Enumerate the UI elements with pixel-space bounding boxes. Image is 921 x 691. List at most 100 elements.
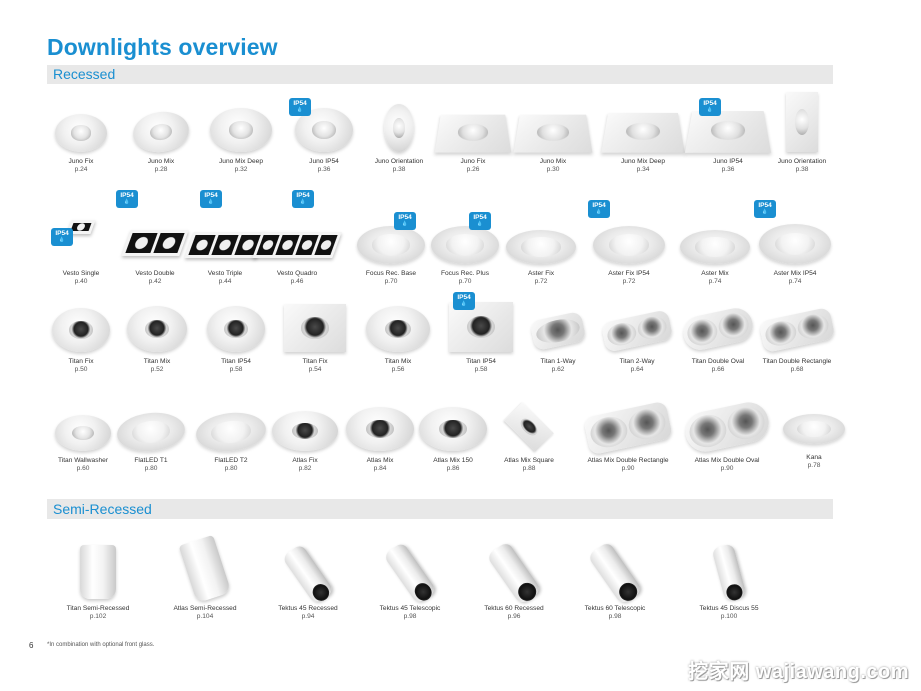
product-page: p.54 xyxy=(308,366,322,373)
product-page: p.24 xyxy=(74,166,88,173)
product-titan-fix-round[interactable]: Titan Fix p.50 xyxy=(38,296,124,374)
product-image xyxy=(194,409,268,455)
product-vesto-quadro[interactable]: IP54💧 Vesto Quadro p.46 xyxy=(252,190,342,286)
product-flatled-t2[interactable]: FlatLED T2 p.80 xyxy=(188,395,274,473)
product-atlas-semi-recessed[interactable]: Atlas Semi-Recessed p.104 xyxy=(162,534,248,621)
product-name: Juno IP54 xyxy=(713,158,743,165)
product-tektus-45-recessed[interactable]: Tektus 45 Recessed p.94 xyxy=(265,543,351,621)
product-vesto-single[interactable]: IP54💧 Vesto Single p.40 xyxy=(38,208,124,286)
product-page: p.62 xyxy=(551,366,565,373)
product-page: p.72 xyxy=(622,278,636,285)
product-image xyxy=(384,104,414,152)
product-kana[interactable]: Kana p.78 xyxy=(771,392,857,470)
product-titan-fix-square[interactable]: Titan Fix p.54 xyxy=(272,296,358,374)
product-image xyxy=(382,541,438,605)
product-juno-mix-square[interactable]: Juno Mix p.30 xyxy=(510,96,596,174)
product-aster-mix-ip54[interactable]: IP54💧 Aster Mix IP54 p.74 xyxy=(752,200,838,286)
product-titan-1-way[interactable]: Titan 1-Way p.62 xyxy=(515,296,601,374)
product-juno-fix-square[interactable]: Juno Fix p.26 xyxy=(430,96,516,174)
product-juno-mix-deep-square[interactable]: Juno Mix Deep p.34 xyxy=(600,96,686,174)
product-image xyxy=(582,400,674,456)
watermark: 挖家网 wajiawang.com xyxy=(688,661,909,683)
product-aster-fix-ip54[interactable]: IP54💧 Aster Fix IP54 p.72 xyxy=(586,200,672,286)
product-focus-rec-plus[interactable]: IP54💧 Focus Rec. Plus p.70 xyxy=(422,208,508,286)
product-titan-wallwasher[interactable]: Titan Wallwasher p.60 xyxy=(40,395,126,473)
product-image xyxy=(130,108,192,156)
product-page: p.80 xyxy=(144,465,158,472)
product-focus-rec-base[interactable]: IP54💧 Focus Rec. Base p.70 xyxy=(348,208,434,286)
water-drop-icon: 💧 xyxy=(706,107,714,113)
product-page: p.26 xyxy=(466,166,480,173)
product-page: p.40 xyxy=(74,278,88,285)
product-image xyxy=(121,230,189,256)
product-vesto-triple[interactable]: IP54💧 Vesto Triple p.44 xyxy=(182,190,268,286)
product-image xyxy=(449,302,513,352)
product-tektus-45-telescopic[interactable]: Tektus 45 Telescopic p.98 xyxy=(367,541,453,621)
product-titan-semi-recessed[interactable]: Titan Semi-Recessed p.102 xyxy=(55,543,141,621)
product-name: Atlas Semi-Recessed xyxy=(173,605,237,612)
product-tektus-45-discus-55[interactable]: Tektus 45 Discus 55 p.100 xyxy=(686,543,772,621)
product-titan-double-oval[interactable]: Titan Double Oval p.66 xyxy=(675,296,761,374)
product-name: Vesto Quadro xyxy=(276,270,318,277)
product-titan-ip54-square[interactable]: IP54💧 Titan IP54 p.58 xyxy=(438,292,524,374)
product-atlas-mix-150[interactable]: Atlas Mix 150 p.86 xyxy=(410,395,496,473)
product-page: p.70 xyxy=(384,278,398,285)
water-drop-icon: 💧 xyxy=(476,221,484,227)
product-atlas-mix[interactable]: Atlas Mix p.84 xyxy=(337,395,423,473)
product-page: p.74 xyxy=(788,278,802,285)
product-titan-ip54-round[interactable]: Titan IP54 p.58 xyxy=(193,296,279,374)
product-aster-mix[interactable]: Aster Mix p.74 xyxy=(672,208,758,286)
product-image xyxy=(210,108,272,152)
product-atlas-mix-square[interactable]: Atlas Mix Square p.88 xyxy=(486,395,572,473)
product-atlas-mix-double-rectangle[interactable]: Atlas Mix Double Rectangle p.90 xyxy=(582,395,674,473)
product-image xyxy=(681,398,773,456)
product-image xyxy=(786,92,818,152)
product-image xyxy=(357,226,425,264)
product-name: Vesto Triple xyxy=(207,270,243,277)
product-page: p.44 xyxy=(218,278,232,285)
product-vesto-double[interactable]: IP54💧 Vesto Double p.42 xyxy=(112,190,198,286)
product-page: p.60 xyxy=(76,465,90,472)
product-titan-mix-round[interactable]: Titan Mix p.52 xyxy=(114,296,200,374)
product-titan-double-rectangle[interactable]: Titan Double Rectangle p.68 xyxy=(754,296,840,374)
product-page: p.36 xyxy=(317,166,331,173)
product-juno-orientation-square[interactable]: Juno Orientation p.38 xyxy=(759,92,845,174)
ip54-badge: IP54💧 xyxy=(51,228,73,246)
product-titan-2-way[interactable]: Titan 2-Way p.64 xyxy=(594,296,680,374)
product-aster-fix[interactable]: Aster Fix p.72 xyxy=(498,208,584,286)
product-page: p.58 xyxy=(229,366,243,373)
product-atlas-fix[interactable]: Atlas Fix p.82 xyxy=(262,395,348,473)
product-tektus-60-telescopic[interactable]: Tektus 60 Telescopic p.98 xyxy=(572,540,658,621)
product-image xyxy=(513,114,593,153)
product-name: Juno Mix xyxy=(539,158,567,165)
product-tektus-60-recessed[interactable]: Tektus 60 Recessed p.96 xyxy=(471,540,557,621)
product-juno-ip54-round[interactable]: IP54💧 Juno IP54 p.36 xyxy=(281,96,367,174)
product-image xyxy=(346,407,414,451)
product-page: p.50 xyxy=(74,366,88,373)
product-juno-orientation-round[interactable]: Juno Orientation p.38 xyxy=(356,96,442,174)
product-page: p.30 xyxy=(546,166,560,173)
product-page: p.88 xyxy=(522,465,536,472)
product-image xyxy=(434,114,512,153)
product-name: Juno IP54 xyxy=(309,158,339,165)
ip54-badge: IP54💧 xyxy=(116,190,138,208)
product-juno-ip54-square[interactable]: IP54💧 Juno IP54 p.36 xyxy=(684,96,772,174)
product-juno-fix-round[interactable]: Juno Fix p.24 xyxy=(38,96,124,174)
product-name: Juno Mix Deep xyxy=(219,158,263,165)
product-image xyxy=(758,306,836,354)
product-name: FlatLED T2 xyxy=(214,457,248,464)
product-name: Titan 2-Way xyxy=(619,358,655,365)
product-juno-mix-deep-round[interactable]: Juno Mix Deep p.32 xyxy=(198,96,284,174)
product-name: Tektus 45 Telescopic xyxy=(379,605,441,612)
product-juno-mix-round[interactable]: Juno Mix p.28 xyxy=(118,96,204,174)
product-name: Titan Mix xyxy=(384,358,412,365)
product-name: Tektus 60 Recessed xyxy=(484,605,544,612)
product-atlas-mix-double-oval[interactable]: Atlas Mix Double Oval p.90 xyxy=(681,395,773,473)
product-name: Titan IP54 xyxy=(466,358,496,365)
product-titan-mix-square[interactable]: Titan Mix p.56 xyxy=(355,296,441,374)
water-drop-icon: 💧 xyxy=(207,199,215,205)
product-flatled-t1[interactable]: FlatLED T1 p.80 xyxy=(108,395,194,473)
product-name: Juno Orientation xyxy=(374,158,424,165)
product-image xyxy=(431,226,499,264)
product-page: p.52 xyxy=(150,366,164,373)
